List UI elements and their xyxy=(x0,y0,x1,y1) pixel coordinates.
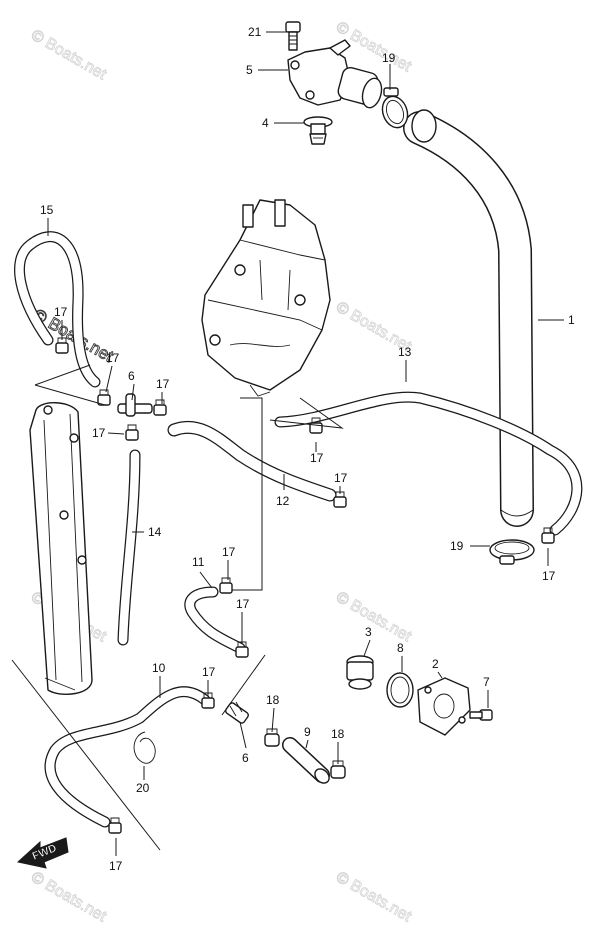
callout-17-a: 17 xyxy=(54,305,68,319)
part-5-housing xyxy=(287,39,383,109)
callout-17-g: 17 xyxy=(542,569,556,583)
grouping-lines xyxy=(11,364,344,851)
callout-19-bottom: 19 xyxy=(450,539,464,553)
part-4-thermostat xyxy=(303,116,333,145)
callout-11: 11 xyxy=(192,555,205,569)
watermarks: © Boats.net © Boats.net © Boats.net © Bo… xyxy=(28,18,415,926)
t-fitting xyxy=(117,393,153,417)
callout-21: 21 xyxy=(248,25,262,39)
callout-numbers: 21 5 4 19 1 13 15 17 17 6 17 17 17 12 17… xyxy=(40,25,575,873)
callout-15: 15 xyxy=(40,203,54,217)
callout-18-b: 18 xyxy=(331,727,345,741)
callout-5: 5 xyxy=(246,63,253,77)
callout-1: 1 xyxy=(568,313,575,327)
part-2-cover xyxy=(417,677,471,736)
part-15-hose xyxy=(14,231,101,388)
part-12-hose xyxy=(167,420,337,502)
watermark: © Boats.net xyxy=(333,589,415,646)
callout-2: 2 xyxy=(432,657,439,671)
callout-18-a: 18 xyxy=(266,693,280,707)
part-9-hose xyxy=(282,737,330,784)
callout-7: 7 xyxy=(483,675,490,689)
part-7-bolt xyxy=(469,709,493,721)
callout-4: 4 xyxy=(262,116,269,130)
callout-6-top: 6 xyxy=(128,369,135,383)
callout-9: 9 xyxy=(304,725,311,739)
callout-6: 6 xyxy=(242,751,249,765)
part-21-bolt xyxy=(285,21,301,51)
callout-20: 20 xyxy=(136,781,150,795)
engine-block xyxy=(201,199,331,397)
watermark: © Boats.net xyxy=(28,27,110,84)
callout-12: 12 xyxy=(276,494,290,508)
part-8-o-ring xyxy=(386,672,414,708)
callout-17-c: 17 xyxy=(156,377,170,391)
callout-17-e: 17 xyxy=(310,451,324,465)
part-10-hose xyxy=(44,686,211,828)
part-14-hose xyxy=(117,449,141,646)
callout-13: 13 xyxy=(398,345,412,359)
callout-17-i: 17 xyxy=(236,597,250,611)
part-6-fitting xyxy=(225,701,249,724)
callout-17-d: 17 xyxy=(92,426,106,440)
callout-17-j: 17 xyxy=(202,665,216,679)
part-18-clamps xyxy=(264,728,346,779)
callout-10: 10 xyxy=(152,661,166,675)
part-19-clamp-top xyxy=(381,87,409,129)
part-3-valve xyxy=(346,655,374,690)
part-19-clamp-bottom xyxy=(489,539,535,565)
callout-17-f: 17 xyxy=(334,471,348,485)
callout-17-b: 17 xyxy=(106,351,120,365)
callout-19-top: 19 xyxy=(382,51,396,65)
watermark: © Boats.net xyxy=(333,869,415,926)
fwd-arrow: FWD xyxy=(16,837,69,869)
callout-17-k: 17 xyxy=(109,859,123,873)
leader-lines xyxy=(47,31,564,856)
cooler-plate xyxy=(29,402,93,696)
watermark: © Boats.net xyxy=(28,869,110,926)
callout-14: 14 xyxy=(148,525,162,539)
callout-17-h: 17 xyxy=(222,545,236,559)
part-20-clip xyxy=(133,731,156,764)
callout-3: 3 xyxy=(365,625,372,639)
part-1-hose xyxy=(403,109,534,527)
callout-8: 8 xyxy=(397,641,404,655)
part-11-hose xyxy=(184,586,246,654)
part-13-hose xyxy=(274,391,583,536)
